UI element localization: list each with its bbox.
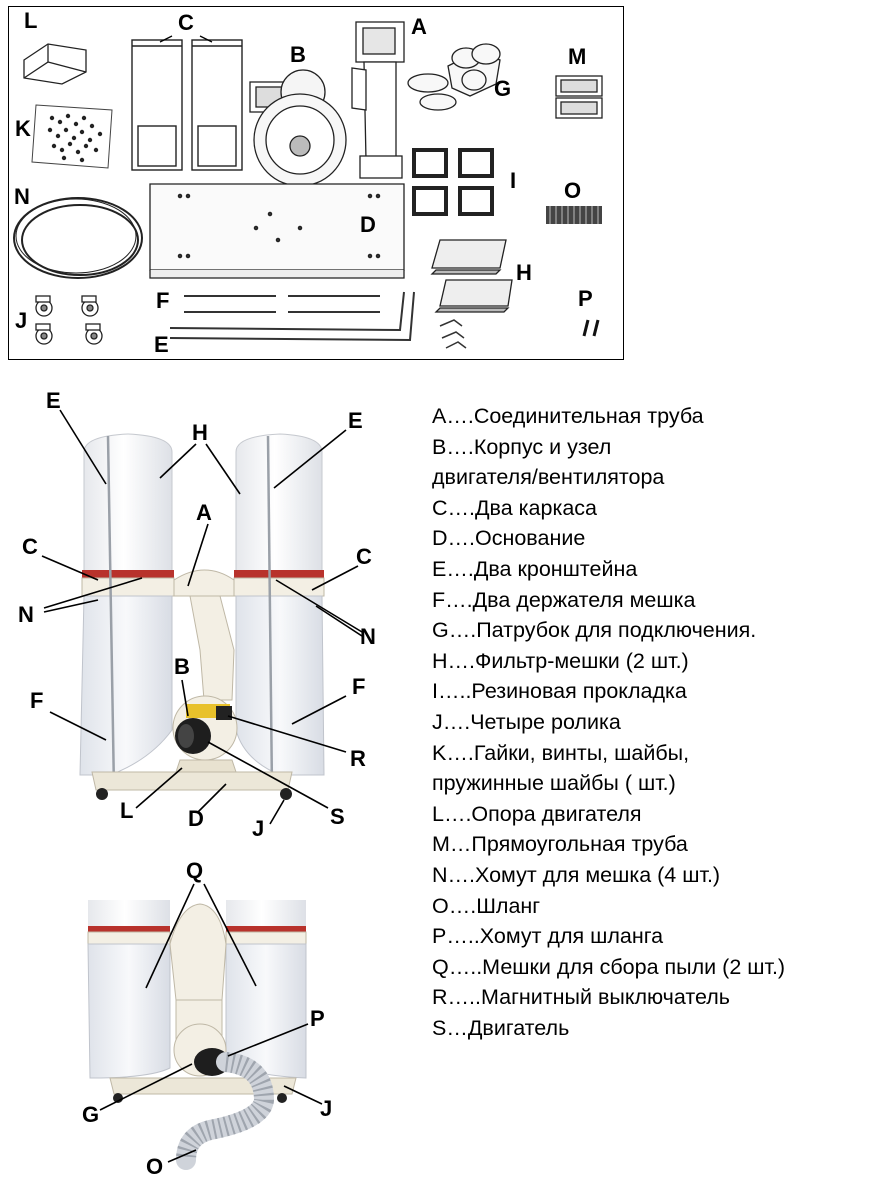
part-hardware-drawing [31, 104, 113, 169]
legend-item: I…..Резиновая прокладка [432, 679, 687, 704]
legend-item: R…..Магнитный выключатель [432, 985, 730, 1010]
legend-item: M…Прямоугольная труба [432, 832, 688, 857]
parts-label-c: C [178, 10, 194, 35]
legend-item: B….Корпус и узел [432, 434, 612, 459]
part-base-drawing [149, 183, 405, 279]
bags-label-o: O [146, 1154, 164, 1179]
legend-item: Q…..Мешки для сбора пыли (2 шт.) [432, 954, 786, 979]
legend-item: пружинные шайбы ( шт.) [432, 771, 676, 796]
part-hose-clamps-drawing [582, 319, 600, 337]
parts-label-i: I [510, 168, 517, 193]
part-filter-bags-drawing [430, 239, 513, 313]
part-wire-clips-drawing [439, 319, 467, 349]
assembly-label-l: L [120, 798, 134, 823]
bags-label-p: P [310, 1006, 325, 1031]
assembly-label-e-left: E [46, 388, 61, 413]
parts-legend: A….Соединительная труба B….Корпус и узел… [432, 401, 877, 1043]
assembly-label-e-right: E [348, 408, 363, 433]
assembly-label-d: D [188, 806, 204, 831]
parts-label-b: B [290, 42, 306, 67]
parts-label-l: L [24, 8, 38, 33]
assembly-label-f-right: F [352, 674, 366, 699]
part-fan-housing-drawing [249, 69, 347, 187]
part-motor-support-drawing [23, 43, 87, 85]
legend-item: двигателя/вентилятора [432, 465, 665, 490]
part-hose-drawing [546, 206, 602, 224]
assembly-label-b: B [174, 654, 190, 679]
part-rods-drawing [169, 291, 415, 342]
parts-label-f: F [156, 288, 170, 313]
legend-item: N….Хомут для мешка (4 шт.) [432, 862, 721, 887]
part-frames-drawing [131, 39, 243, 171]
legend-item: C….Два каркаса [432, 495, 598, 520]
parts-label-j: J [15, 308, 28, 333]
assembly-photo-drawing [79, 433, 325, 800]
assembly-label-a: A [196, 500, 212, 525]
legend-item: F….Два держателя мешка [432, 587, 696, 612]
parts-label-o: O [564, 178, 582, 203]
legend-item: J….Четыре ролика [432, 709, 621, 734]
legend-item: H….Фильтр-мешки (2 шт.) [432, 648, 689, 673]
bags-label-q: Q [186, 858, 204, 883]
legend-item: G….Патрубок для подключения. [432, 618, 757, 643]
parts-label-e: E [154, 332, 169, 357]
legend-item: P…..Хомут для шланга [432, 924, 664, 949]
legend-item: K….Гайки, винты, шайбы, [432, 740, 690, 765]
part-connecting-pipe-drawing [351, 21, 405, 179]
bags-label-j: J [320, 1096, 333, 1121]
parts-label-h: H [516, 260, 532, 285]
legend-item: S…Двигатель [432, 1015, 570, 1040]
parts-label-m: M [568, 44, 587, 69]
bags-photo-drawing [87, 900, 307, 1170]
legend-item: A….Соединительная труба [432, 404, 704, 428]
assembly-label-h: H [192, 420, 208, 445]
legend-item: L….Опора двигателя [432, 801, 642, 826]
parts-label-n: N [14, 184, 30, 209]
bags-label-g: G [82, 1102, 100, 1127]
assembly-label-n-right: N [360, 624, 376, 649]
assembly-label-s: S [330, 804, 345, 829]
part-rectangular-pipe-drawing [555, 75, 603, 119]
assembly-label-f-left: F [30, 688, 44, 713]
parts-label-p: P [578, 286, 593, 311]
bags-leader-lines [99, 883, 323, 1163]
parts-label-k: K [15, 116, 31, 141]
parts-label-d: D [360, 212, 376, 237]
part-casters-drawing [35, 295, 103, 345]
assembly-leader-lines [41, 409, 363, 825]
parts-label-a: A [411, 14, 427, 39]
part-gaskets-drawing [412, 148, 494, 216]
assembly-label-c-right: C [356, 544, 372, 569]
legend-item: E….Два кронштейна [432, 556, 638, 581]
part-bag-clamps-drawing [13, 197, 143, 279]
assembly-label-n-left: N [18, 602, 34, 627]
assembly-label-j: J [252, 816, 265, 841]
part-inlet-port-drawing [407, 43, 501, 111]
legend-item: D….Основание [432, 526, 586, 551]
assembly-label-r: R [350, 746, 366, 771]
assembly-label-c-left: C [22, 534, 38, 559]
legend-item: O….Шланг [432, 893, 541, 918]
parts-label-g: G [494, 76, 512, 101]
